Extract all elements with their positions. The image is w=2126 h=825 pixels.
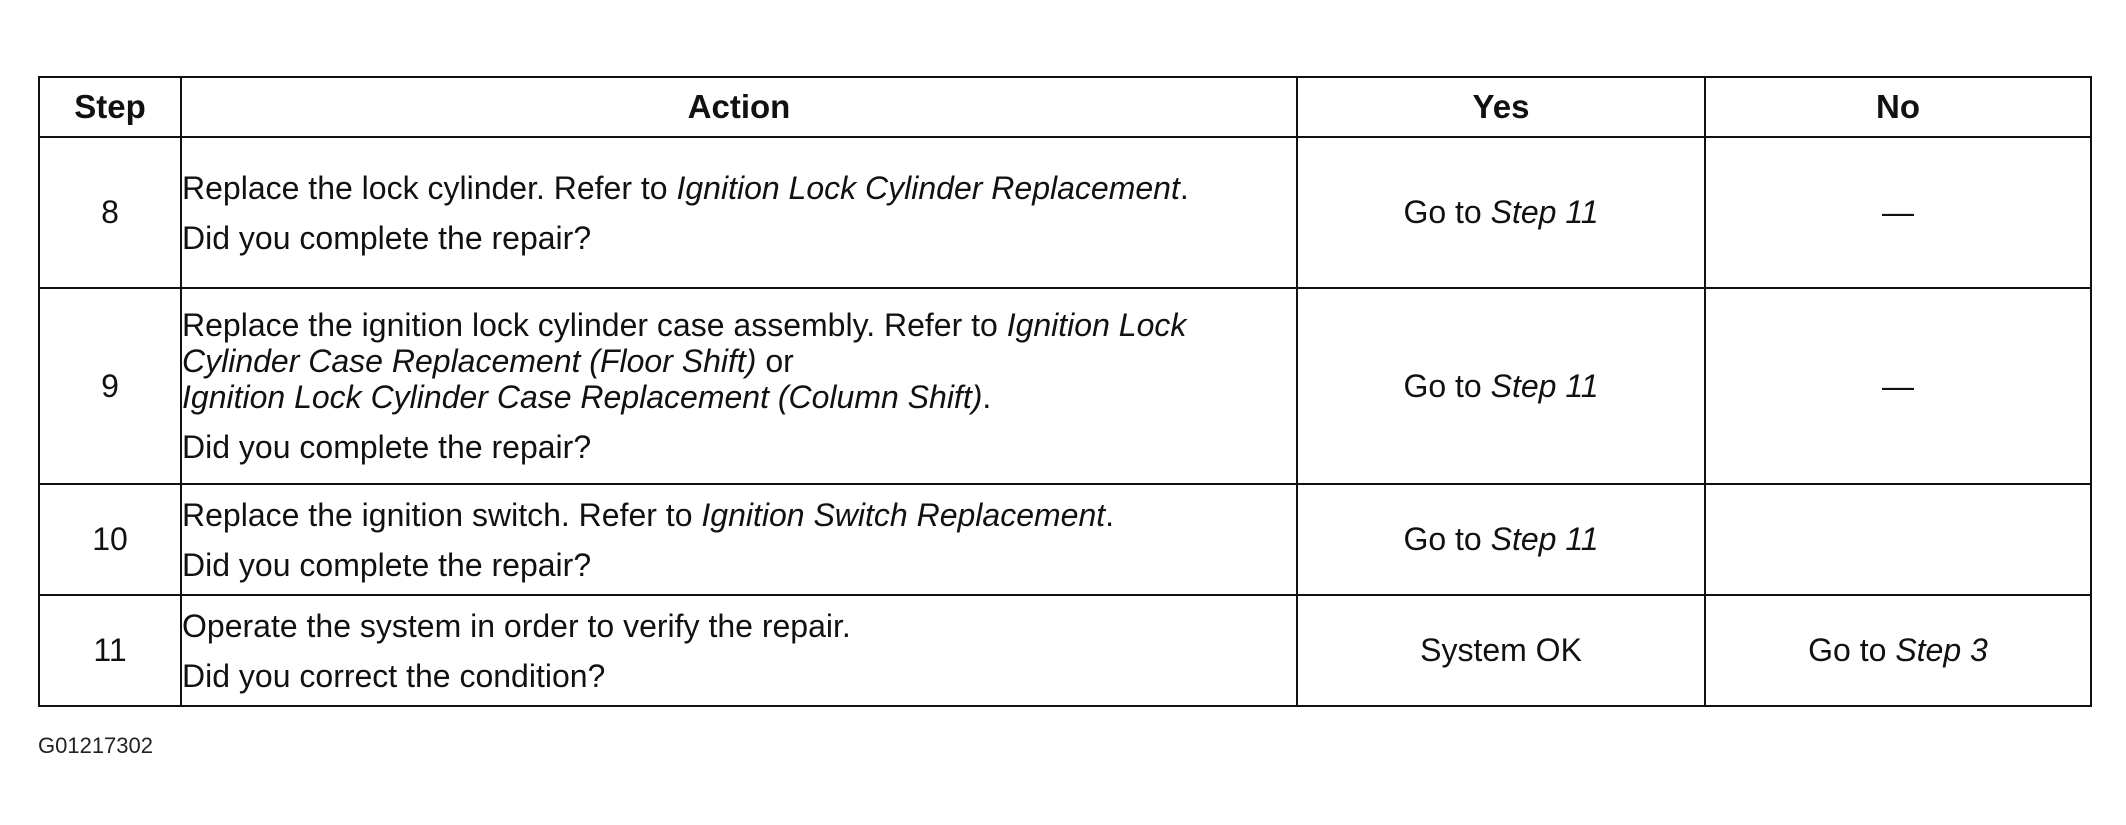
- table-row: 9 Replace the ignition lock cylinder cas…: [38, 287, 2092, 485]
- yes-text: Go to: [1403, 521, 1491, 557]
- action-instruction: Replace the ignition switch. Refer to Ig…: [182, 497, 1296, 533]
- step-link[interactable]: Step 11: [1490, 194, 1599, 230]
- action-cell: Replace the ignition switch. Refer to Ig…: [180, 483, 1298, 596]
- header-row: Step Action Yes No: [38, 76, 2092, 138]
- step-link[interactable]: Step 11: [1490, 367, 1599, 404]
- action-question: Did you complete the repair?: [182, 546, 592, 583]
- header-action: Action: [180, 76, 1298, 138]
- header-yes: Yes: [1296, 76, 1706, 138]
- table-row: 8 Replace the lock cylinder. Refer to Ig…: [38, 136, 2092, 289]
- action-cell: Replace the ignition lock cylinder case …: [180, 287, 1298, 485]
- action-cell: Operate the system in order to verify th…: [180, 594, 1298, 707]
- action-instruction: Operate the system in order to verify th…: [182, 607, 851, 644]
- yes-cell: Go to Step 11: [1296, 136, 1706, 289]
- diagnostic-table: Step Action Yes No 8 Replace the lock cy…: [38, 76, 2092, 707]
- action-question: Did you complete the repair?: [182, 219, 592, 256]
- action-text: Replace the ignition lock cylinder case …: [182, 307, 1007, 343]
- action-text: or: [756, 343, 794, 379]
- header-no: No: [1704, 76, 2092, 138]
- step-number: 9: [38, 287, 182, 485]
- action-instruction: Replace the ignition lock cylinder case …: [182, 307, 1296, 415]
- no-text: Go to: [1808, 632, 1896, 668]
- table-row: 11 Operate the system in order to verify…: [38, 594, 2092, 707]
- procedure-link[interactable]: Ignition Switch Replacement: [701, 496, 1106, 533]
- action-text: .: [1105, 496, 1115, 533]
- yes-cell: System OK: [1296, 594, 1706, 707]
- no-cell: —: [1704, 136, 2092, 289]
- figure-id: G01217302: [38, 733, 153, 758]
- step-link[interactable]: Step 3: [1895, 632, 1988, 668]
- step-number: 10: [38, 483, 182, 596]
- no-cell: Go to Step 3: [1704, 594, 2092, 707]
- step-number: 11: [38, 594, 182, 707]
- yes-cell: Go to Step 11: [1296, 483, 1706, 596]
- yes-cell: Go to Step 11: [1296, 287, 1706, 485]
- action-question: Did you correct the condition?: [182, 657, 606, 694]
- action-text: Replace the lock cylinder. Refer to: [182, 169, 677, 206]
- action-cell: Replace the lock cylinder. Refer to Igni…: [180, 136, 1298, 289]
- step-link[interactable]: Step 11: [1490, 521, 1599, 557]
- no-cell: [1704, 483, 2092, 596]
- header-step: Step: [38, 76, 182, 138]
- action-instruction: Replace the lock cylinder. Refer to Igni…: [182, 170, 1296, 206]
- procedure-link[interactable]: Ignition Lock Cylinder Case Replacement …: [182, 379, 983, 415]
- action-question: Did you complete the repair?: [182, 429, 592, 465]
- action-text: .: [1179, 169, 1189, 206]
- yes-text: Go to: [1403, 194, 1491, 230]
- action-text: .: [982, 379, 992, 415]
- step-number: 8: [38, 136, 182, 289]
- table-row: 10 Replace the ignition switch. Refer to…: [38, 483, 2092, 596]
- no-cell: —: [1704, 287, 2092, 485]
- procedure-link[interactable]: Ignition Lock Cylinder Replacement: [676, 169, 1180, 206]
- action-text: Replace the ignition switch. Refer to: [182, 496, 702, 533]
- yes-text: Go to: [1403, 367, 1491, 404]
- procedure-link[interactable]: Ignition Lock Cylinder Case Replacement …: [182, 307, 1187, 379]
